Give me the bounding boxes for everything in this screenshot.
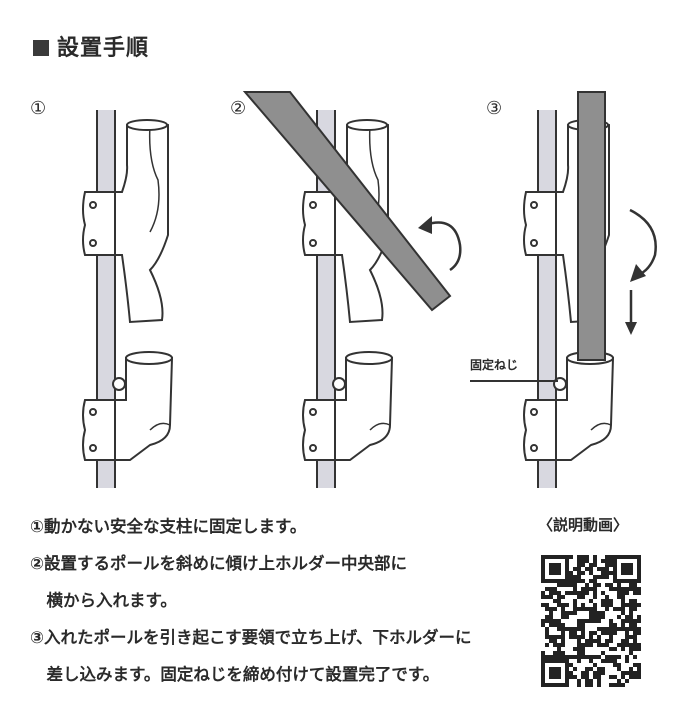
instruction-line: 横から入れます。 xyxy=(30,591,177,610)
screw-label: 固定ねじ xyxy=(470,358,519,372)
instruction-line: ③入れたポールを引き起こす要領で立ち上げ、下ホルダーに xyxy=(30,628,472,647)
qr-label: 〈説明動画〉 xyxy=(538,516,629,534)
square-bullet-icon xyxy=(33,40,49,56)
step-2-number: ② xyxy=(230,98,247,119)
tilted-pole xyxy=(242,91,452,312)
instruction-line: ①動かない安全な支柱に固定します。 xyxy=(30,517,307,536)
rotate-arrow-icon xyxy=(424,221,462,272)
holder-assembly-step-1 xyxy=(82,109,173,489)
section-title: 設置手順 xyxy=(33,30,149,62)
installation-illustration xyxy=(82,91,657,489)
arrowhead-icon xyxy=(625,322,637,335)
step-3-number: ③ xyxy=(486,98,503,119)
arrowhead-icon xyxy=(418,216,432,234)
rotate-arrow-icon xyxy=(629,208,657,277)
instruction-line: ②設置するポールを斜めに傾け上ホルダー中央部に xyxy=(30,554,407,573)
instruction-line: 差し込みます。固定ねじを締め付けて設置完了です。 xyxy=(30,665,440,684)
inserted-pole xyxy=(577,91,606,361)
qr-code[interactable] xyxy=(540,555,642,687)
step-1-number: ① xyxy=(30,98,47,119)
arrowhead-icon xyxy=(630,264,646,282)
